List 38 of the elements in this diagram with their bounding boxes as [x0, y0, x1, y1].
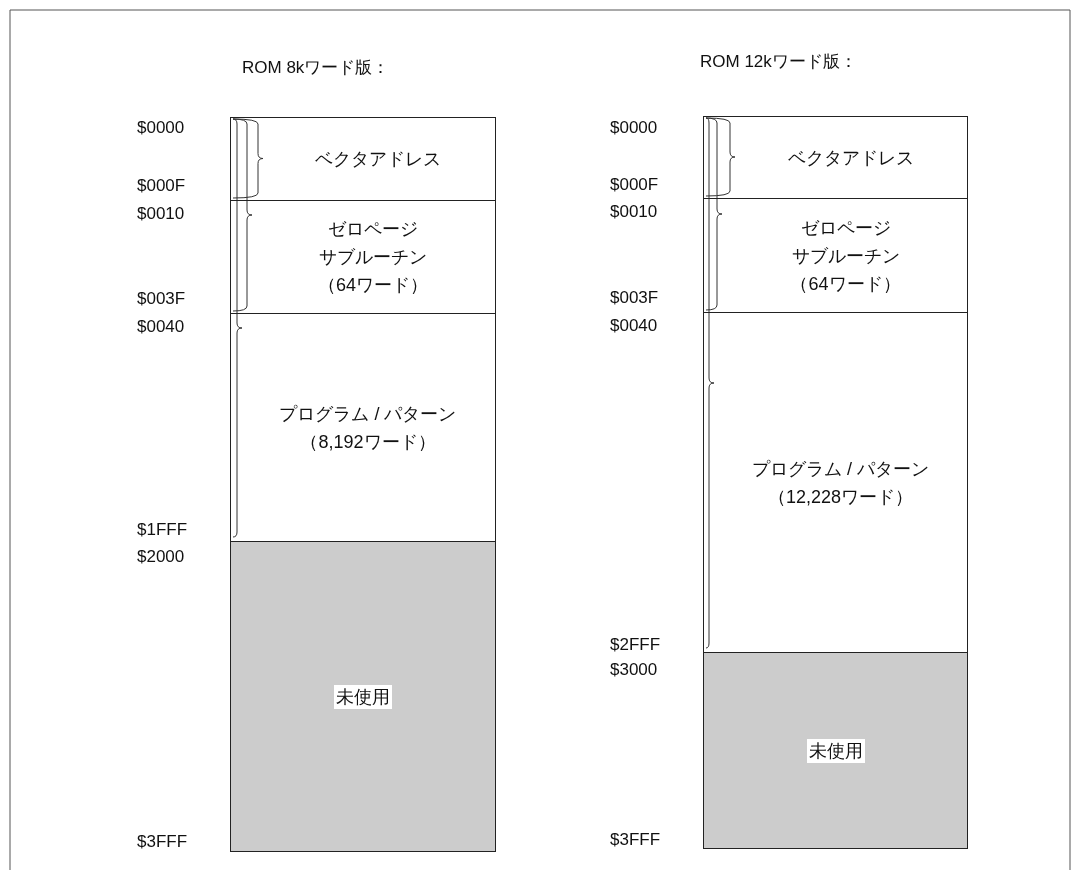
block-label: （8,192ワード）	[300, 430, 436, 454]
block-label: プログラム / パターン	[279, 402, 457, 426]
memory-block	[230, 200, 496, 314]
block-label: ゼロページ	[800, 216, 891, 240]
address-label: $3FFF	[610, 830, 661, 850]
block-label: ゼロページ	[328, 218, 418, 241]
address-label: $0010	[610, 202, 658, 222]
address-label: $2FFF	[610, 635, 661, 655]
address-label: $0000	[610, 118, 658, 138]
address-label: $003F	[137, 289, 186, 309]
block-label: サブルーチン	[791, 244, 900, 268]
block-label: ベクタアドレス	[787, 146, 914, 170]
memory-block	[703, 198, 968, 313]
block-label: （64ワード）	[790, 272, 901, 296]
memory-map-title: ROM 12kワード版：	[700, 52, 857, 72]
memory-block	[703, 116, 968, 199]
address-label: $1FFF	[137, 520, 188, 540]
block-label: （64ワード）	[318, 274, 428, 297]
address-label: $3000	[610, 660, 658, 680]
address-label: $000F	[137, 176, 186, 196]
address-label: $3FFF	[137, 832, 188, 852]
block-label: ベクタアドレス	[315, 148, 441, 171]
block-label: 未使用	[806, 738, 865, 763]
address-label: $003F	[610, 288, 659, 308]
memory-block	[230, 117, 496, 201]
unused-memory-block	[703, 652, 968, 849]
address-label: $0040	[137, 317, 185, 337]
block-label: サブルーチン	[319, 246, 427, 269]
block-label: 未使用	[334, 684, 392, 709]
address-label: $0000	[137, 118, 185, 138]
address-label: $0010	[137, 204, 185, 224]
memory-map-title: ROM 8kワード版：	[242, 58, 390, 78]
block-label: プログラム / パターン	[752, 457, 929, 481]
address-label: $2000	[137, 547, 185, 567]
address-label: $000F	[610, 175, 659, 195]
address-label: $0040	[610, 316, 658, 336]
unused-memory-block	[230, 541, 496, 852]
block-label: （12,228ワード）	[767, 485, 914, 509]
